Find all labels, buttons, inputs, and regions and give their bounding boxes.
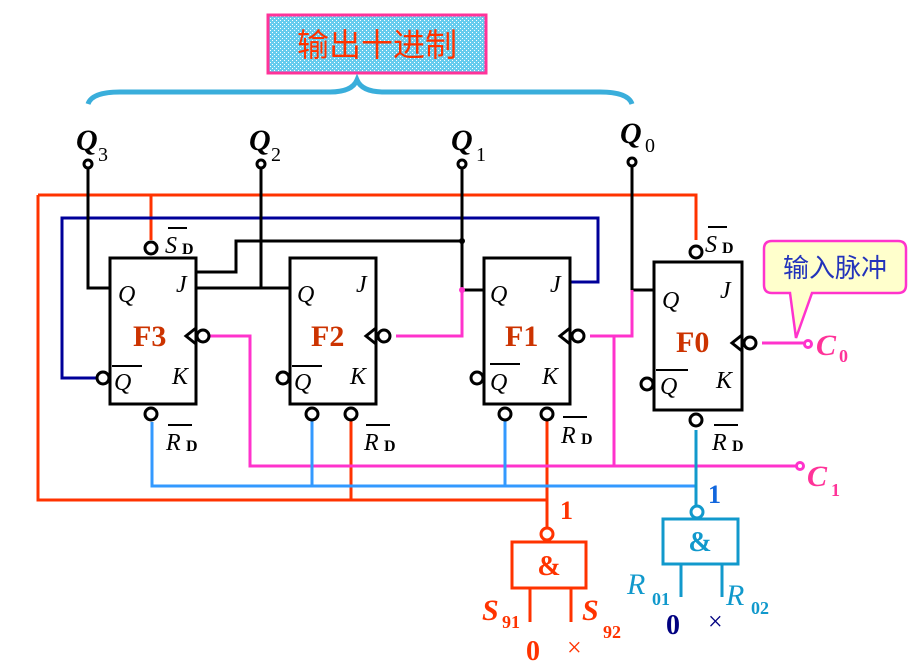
reset0-nand-gate[interactable]: 1 & R 01 R 02 0 × (626, 480, 769, 641)
s91-value: 0 (526, 636, 540, 667)
f3-reset-label: R D (165, 424, 198, 456)
f1-j-label: J (550, 272, 562, 298)
output-q2[interactable]: Q 2 (249, 124, 281, 170)
s92-label: S (582, 594, 599, 627)
clock-icon (729, 333, 743, 353)
q3bar-to-f1-j-wire (60, 216, 600, 380)
title-box: 输出十进制 (266, 13, 488, 75)
input-pulse-callout: 输入脉冲 (762, 239, 908, 339)
c1-sub: 1 (831, 480, 840, 500)
f2-name: F2 (311, 320, 344, 353)
f3-qbar-label: Q (114, 370, 131, 396)
f2-k-label: K (349, 364, 368, 390)
f2-reset-label: R D (363, 424, 396, 456)
clock-wires (203, 290, 806, 468)
f1-q-label: Q (490, 282, 507, 308)
output-q1[interactable]: Q 1 (451, 124, 486, 170)
output-q2-sub: 2 (271, 144, 281, 166)
flipflop-f1[interactable]: Q J F1 Q K (469, 256, 586, 422)
flipflop-f2[interactable]: Q J F2 Q K (275, 256, 392, 422)
f0-k-label: K (715, 368, 734, 394)
output-q0-label: Q (620, 117, 642, 150)
junction-dot (459, 287, 465, 293)
svg-text:D: D (182, 241, 194, 258)
and-symbol: & (537, 551, 560, 582)
output-q3-label: Q (76, 124, 98, 157)
f1-qbar-label: Q (490, 370, 507, 396)
flipflop-f3[interactable]: Q J F3 Q K (95, 240, 211, 422)
r02-label: R (725, 579, 744, 612)
clock-input-c0[interactable]: C 0 (803, 329, 849, 366)
svg-text:R: R (363, 430, 379, 456)
clock-icon (557, 326, 571, 346)
f2-j-label: J (356, 272, 368, 298)
f0-q-label: Q (662, 288, 679, 314)
svg-text:D: D (581, 431, 593, 448)
c0-label: C (816, 329, 837, 362)
set9-wire (36, 193, 698, 528)
f1-k-label: K (541, 364, 560, 390)
reset-input-bubble (143, 406, 159, 422)
f1-reset-label: R D (560, 416, 593, 449)
title-label: 输出十进制 (297, 26, 457, 64)
junction-dot (459, 238, 465, 244)
clock-icon (363, 326, 377, 346)
s92-value: × (567, 633, 582, 662)
r01-label: R (626, 568, 645, 601)
s91-sub: 91 (502, 612, 520, 632)
f2-qbar-label: Q (294, 370, 311, 396)
set-input-bubble (143, 240, 159, 256)
c0-sub: 0 (839, 346, 848, 366)
flipflop-f0[interactable]: Q J F0 Q K (639, 244, 758, 428)
svg-text:R: R (560, 423, 576, 449)
and-symbol: & (688, 527, 711, 558)
output-q3[interactable]: Q 3 (76, 124, 108, 170)
f3-q-label: Q (118, 282, 135, 308)
r01-sub: 01 (652, 589, 670, 609)
clock-input-c1[interactable]: C 1 (795, 460, 841, 500)
s92-sub: 92 (603, 622, 621, 642)
f3-j-label: J (176, 272, 188, 298)
f0-name: F0 (676, 326, 709, 359)
f3-set-label: S D (165, 227, 194, 259)
f2-q-label: Q (297, 282, 314, 308)
svg-text:S: S (165, 233, 177, 259)
f0-reset-label: R D (711, 424, 744, 456)
reset0-wire (150, 420, 696, 488)
svg-text:D: D (722, 240, 734, 257)
output-q1-label: Q (451, 124, 473, 157)
set9-nand-gate[interactable]: 1 & S 91 S 92 0 × (482, 496, 621, 667)
f3-k-label: K (171, 364, 190, 390)
c1-label: C (807, 460, 828, 493)
output-q2-label: Q (249, 124, 271, 157)
output-q0-sub: 0 (645, 135, 655, 157)
f0-j-label: J (720, 278, 732, 304)
svg-text:D: D (384, 438, 396, 455)
svg-text:D: D (732, 438, 744, 455)
reset0-output-value: 1 (708, 480, 721, 509)
output-brace (85, 73, 635, 106)
f0-set-label: S D (705, 226, 734, 258)
s91-label: S (482, 594, 499, 627)
clock-icon (183, 326, 197, 346)
svg-text:R: R (711, 430, 727, 456)
input-pulse-label: 输入脉冲 (783, 254, 887, 284)
r02-sub: 02 (751, 598, 769, 618)
r01-value: 0 (666, 610, 680, 641)
f3-name: F3 (133, 320, 166, 353)
set9-output-value: 1 (560, 496, 573, 525)
f1-name: F1 (505, 320, 538, 353)
r02-value: × (708, 607, 723, 636)
output-q1-sub: 1 (476, 144, 486, 166)
f0-qbar-label: Q (660, 374, 677, 400)
svg-text:S: S (705, 232, 717, 258)
svg-text:D: D (186, 438, 198, 455)
output-q3-sub: 3 (98, 144, 108, 166)
output-q0[interactable]: Q 0 (620, 117, 655, 168)
svg-text:R: R (165, 430, 181, 456)
